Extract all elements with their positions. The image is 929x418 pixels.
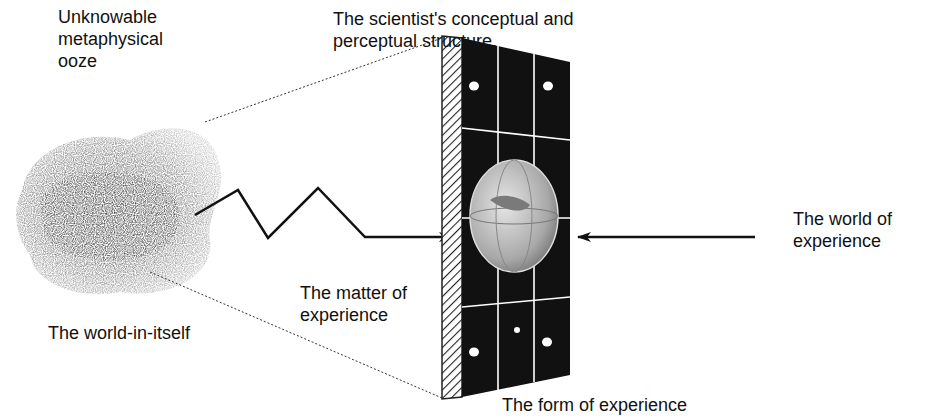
screen-dots [469,82,553,357]
ooze-blob [16,128,221,294]
screen-grid [462,46,570,390]
world-label: The world of experience [793,208,905,252]
zigzag-arrow [195,188,452,238]
globe [470,160,558,272]
form-label: The form of experience [502,394,762,416]
experience-arrow [578,236,755,239]
ooze-label: Unknowable metaphysical ooze [58,6,178,72]
structure-label: The scientist's conceptual and perceptua… [333,8,638,52]
matter-label: The matter of experience [300,282,412,326]
world-in-itself-label: The world-in-itself [48,322,248,344]
screen-panel [462,38,570,397]
screen-edge [442,36,462,399]
projection-line [150,272,442,398]
